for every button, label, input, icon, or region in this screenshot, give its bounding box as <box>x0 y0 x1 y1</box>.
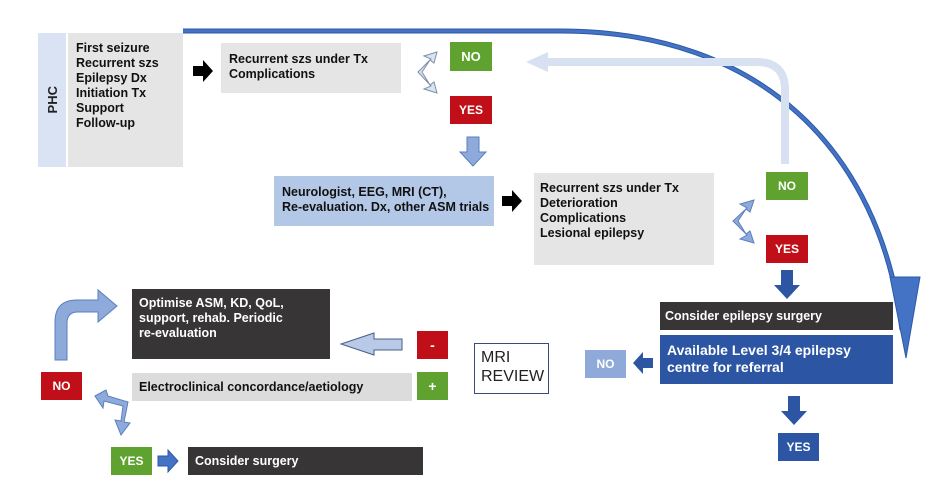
referral-yes-badge: YES <box>778 433 819 461</box>
black-arrow-2 <box>502 190 522 212</box>
step2-line: Re-evaluation. Dx, other ASM trials <box>282 200 490 214</box>
mri-review-line: MRI <box>481 349 511 366</box>
down-arrow-1 <box>458 136 488 167</box>
decision-arrow-1 <box>417 51 438 94</box>
phc-item: Recurrent szs <box>76 56 159 70</box>
step2-line: Neurologist, EEG, MRI (CT), <box>282 185 447 199</box>
optimise-line: Optimise ASM, KD, QoL, <box>139 296 284 310</box>
mri-positive-badge: + <box>417 372 448 400</box>
phc-item: Support <box>76 101 124 115</box>
left-arrow-no <box>633 352 653 374</box>
phc-item: First seizure <box>76 41 150 55</box>
return-arrow-line <box>548 58 789 164</box>
step1-no-badge: NO <box>450 42 492 71</box>
concordance-no-badge: NO <box>41 372 82 400</box>
phc-box: First seizure Recurrent szs Epilepsy Dx … <box>68 33 183 167</box>
phc-item: Initiation Tx <box>76 86 147 100</box>
referral-centre-line: centre for referral <box>667 359 784 375</box>
mri-negative-badge: - <box>417 331 448 359</box>
optimise-line: support, rehab. Periodic <box>139 311 283 325</box>
referral-centre-box: Available Level 3/4 epilepsy centre for … <box>660 335 893 384</box>
step3-line: Recurrent szs under Tx <box>540 181 679 195</box>
step3-no-badge: NO <box>766 172 808 200</box>
step3-yes-badge: YES <box>766 235 808 263</box>
optimise-box: Optimise ASM, KD, QoL, support, rehab. P… <box>132 289 330 359</box>
phc-label: PHC <box>44 86 60 114</box>
down-arrow-2 <box>774 270 800 299</box>
referral-no-badge: NO <box>585 350 626 378</box>
decision-arrow-2 <box>732 199 755 244</box>
optimise-line: re-evaluation <box>139 326 217 340</box>
step2-box: Neurologist, EEG, MRI (CT), Re-evaluatio… <box>274 176 494 226</box>
step1-box: Recurrent szs under Tx Complications <box>221 43 401 93</box>
step1-yes-badge: YES <box>450 96 492 124</box>
black-arrow-1 <box>193 60 213 82</box>
step1-line: Complications <box>229 67 316 81</box>
concordance-box: Electroclinical concordance/aetiology <box>132 373 412 401</box>
step3-line: Complications <box>540 211 627 225</box>
return-arrowhead <box>526 52 548 72</box>
step3-line: Lesional epilepsy <box>540 226 645 240</box>
bent-up-arrow <box>54 288 118 361</box>
consider-surgery-box: Consider surgery <box>188 447 423 475</box>
decision-arrow-3 <box>94 389 131 437</box>
phc-item: Follow-up <box>76 116 136 130</box>
long-curved-arrowhead <box>889 276 921 359</box>
phc-label-bar: PHC <box>38 33 66 167</box>
mri-review-box: MRI REVIEW <box>474 343 549 394</box>
step3-line: Deterioration <box>540 196 618 210</box>
consider-epilepsy-surgery-box: Consider epilepsy surgery <box>660 302 893 330</box>
phc-item: Epilepsy Dx <box>76 71 147 85</box>
right-arrow-yes <box>157 448 179 474</box>
concordance-yes-badge: YES <box>111 447 152 475</box>
left-arrow-minus <box>339 332 403 356</box>
step3-box: Recurrent szs under Tx Deterioration Com… <box>534 173 714 265</box>
down-arrow-3 <box>781 396 807 425</box>
referral-centre-line: Available Level 3/4 epilepsy <box>667 342 851 358</box>
step1-line: Recurrent szs under Tx <box>229 52 368 66</box>
mri-review-line: REVIEW <box>481 368 545 385</box>
